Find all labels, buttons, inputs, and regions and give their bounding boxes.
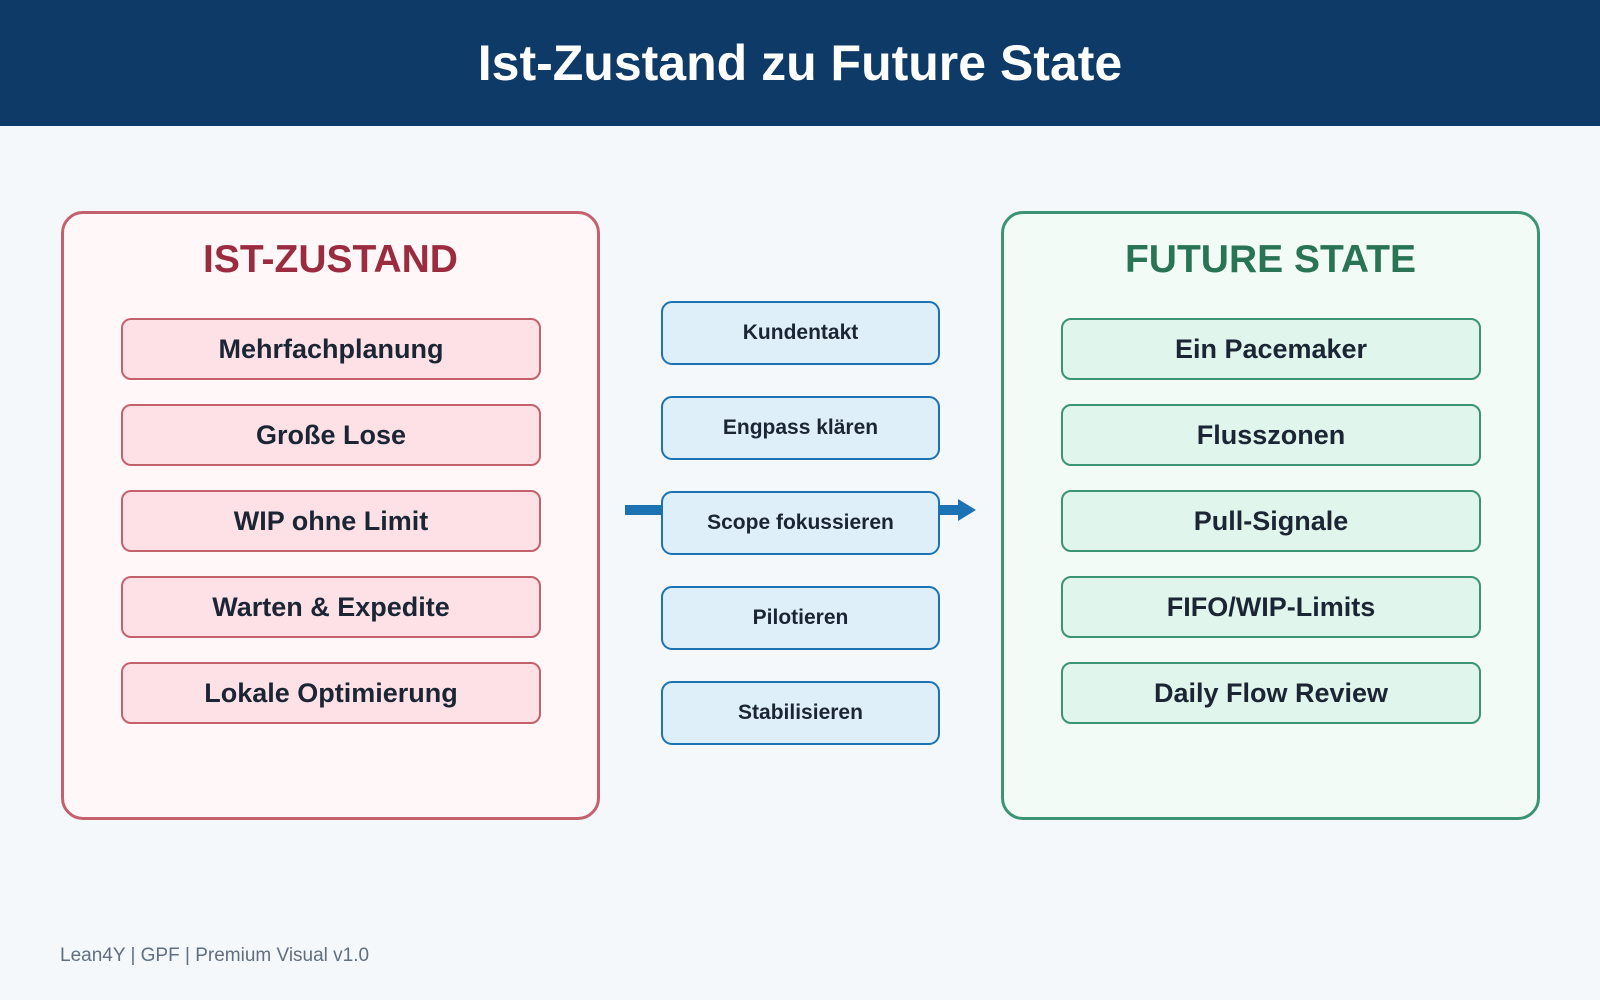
future-item: Pull-Signale <box>1061 490 1481 552</box>
transition-step: Stabilisieren <box>661 681 940 745</box>
ist-item: WIP ohne Limit <box>121 490 541 552</box>
page-title: Ist-Zustand zu Future State <box>477 35 1123 91</box>
transition-step: Engpass klären <box>661 396 940 460</box>
ist-item: Große Lose <box>121 404 541 466</box>
header-bar: Ist-Zustand zu Future State <box>0 0 1600 126</box>
transition-step: Pilotieren <box>661 586 940 650</box>
ist-item: Mehrfachplanung <box>121 318 541 380</box>
arrow-right-icon <box>958 499 976 521</box>
future-item: Daily Flow Review <box>1061 662 1481 724</box>
future-item: Ein Pacemaker <box>1061 318 1481 380</box>
ist-zustand-panel: IST-ZUSTAND Mehrfachplanung Große Lose W… <box>61 211 600 820</box>
ist-item: Lokale Optimierung <box>121 662 541 724</box>
transition-step: Kundentakt <box>661 301 940 365</box>
footer-credit: Lean4Y | GPF | Premium Visual v1.0 <box>60 945 370 966</box>
future-item: Flusszonen <box>1061 404 1481 466</box>
future-item: FIFO/WIP-Limits <box>1061 576 1481 638</box>
ist-item: Warten & Expedite <box>121 576 541 638</box>
future-state-panel: FUTURE STATE Ein Pacemaker Flusszonen Pu… <box>1001 211 1540 820</box>
ist-zustand-title: IST-ZUSTAND <box>203 238 458 281</box>
future-state-title: FUTURE STATE <box>1124 238 1417 281</box>
transition-step: Scope fokussieren <box>661 491 940 555</box>
